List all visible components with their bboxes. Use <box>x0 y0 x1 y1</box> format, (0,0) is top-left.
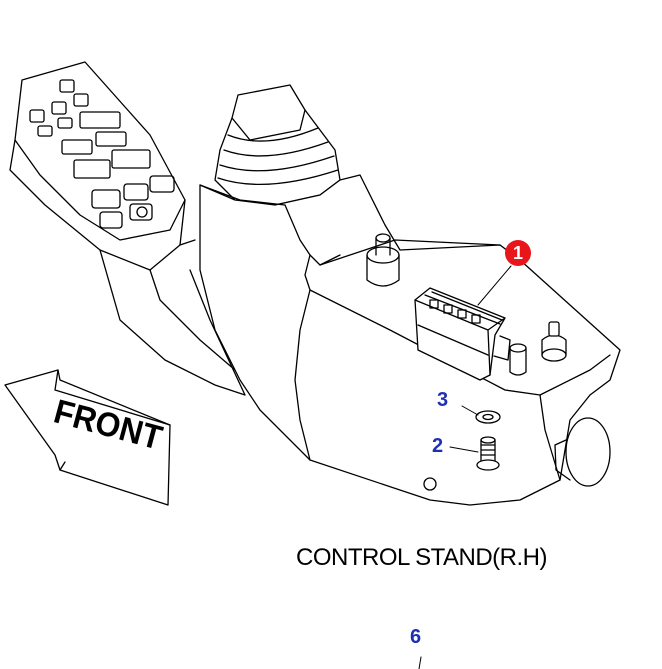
callout-2: 2 <box>432 435 443 458</box>
callout-3-label: 3 <box>437 389 449 411</box>
washer <box>475 410 501 424</box>
callout-3: 3 <box>437 389 448 412</box>
front-arrow <box>4 369 171 506</box>
leader-lines <box>418 265 512 669</box>
left-armrest-console <box>9 61 246 396</box>
callout-badge-1: 1 <box>505 240 531 266</box>
knob-left <box>366 233 400 287</box>
connector-block <box>414 287 511 381</box>
stand-body <box>199 174 621 506</box>
bolt <box>476 436 500 471</box>
switch-right <box>509 321 567 376</box>
callout-badge-1-label: 1 <box>512 242 523 263</box>
diagram-caption: CONTROL STAND(R.H) <box>296 544 548 571</box>
callout-2-label: 2 <box>432 435 444 457</box>
control-lever <box>214 84 341 206</box>
page-number: 6 <box>410 626 422 648</box>
